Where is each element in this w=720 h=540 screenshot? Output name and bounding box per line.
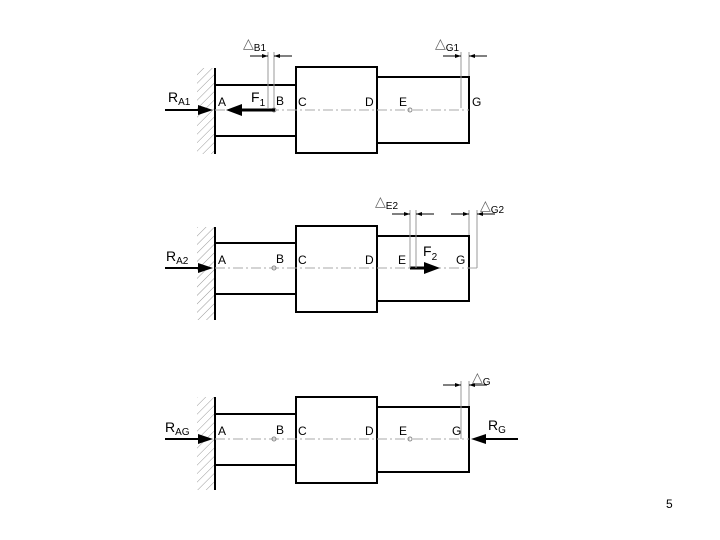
point-label-e: E: [399, 424, 407, 438]
diagram-2: A B C D E G RA2 F2 △E2 △G2: [165, 193, 505, 320]
point-label-d: D: [365, 424, 374, 438]
point-label-b: B: [276, 423, 284, 437]
point-label-g: G: [452, 424, 461, 438]
wall-hatch: [197, 397, 215, 490]
point-marker-b: [271, 436, 277, 442]
reaction-label: RA2: [166, 248, 189, 267]
reaction-label: RAG: [165, 419, 190, 438]
reaction-label: RA1: [168, 89, 191, 108]
point-marker-e: [407, 436, 413, 442]
wall-hatch: [197, 227, 215, 320]
point-label-g: G: [472, 95, 481, 109]
point-label-c: C: [298, 424, 307, 438]
point-label-a: A: [218, 253, 226, 267]
point-marker-b: [271, 265, 277, 271]
delta-label: △G: [472, 369, 491, 388]
delta-label: △G1: [435, 35, 460, 54]
diagram-3: A B C D E G RAG RG △G: [165, 369, 518, 490]
point-label-c: C: [298, 253, 307, 267]
force-label: F2: [423, 243, 438, 263]
point-label-d: D: [365, 253, 374, 267]
point-label-d: D: [365, 95, 374, 109]
point-label-e: E: [399, 95, 407, 109]
block-cd: [295, 396, 378, 484]
delta-label: △G2: [480, 197, 505, 216]
point-label-a: A: [218, 95, 226, 109]
point-label-b: B: [276, 252, 284, 266]
point-label-g: G: [456, 253, 465, 267]
page-number: 5: [666, 497, 673, 511]
point-label-a: A: [218, 424, 226, 438]
delta-label: △B1: [243, 35, 266, 54]
block-cd: [295, 225, 378, 313]
point-marker-e: [407, 107, 413, 113]
point-label-c: C: [298, 95, 307, 109]
diagram-1: A B C D E G RA1 F1 △B1 △G1: [165, 35, 487, 154]
point-label-e: E: [398, 253, 406, 267]
point-label-b: B: [276, 94, 284, 108]
force-label: F1: [251, 89, 266, 109]
reaction-label-right: RG: [488, 417, 506, 436]
delta-label: △E2: [375, 193, 398, 212]
